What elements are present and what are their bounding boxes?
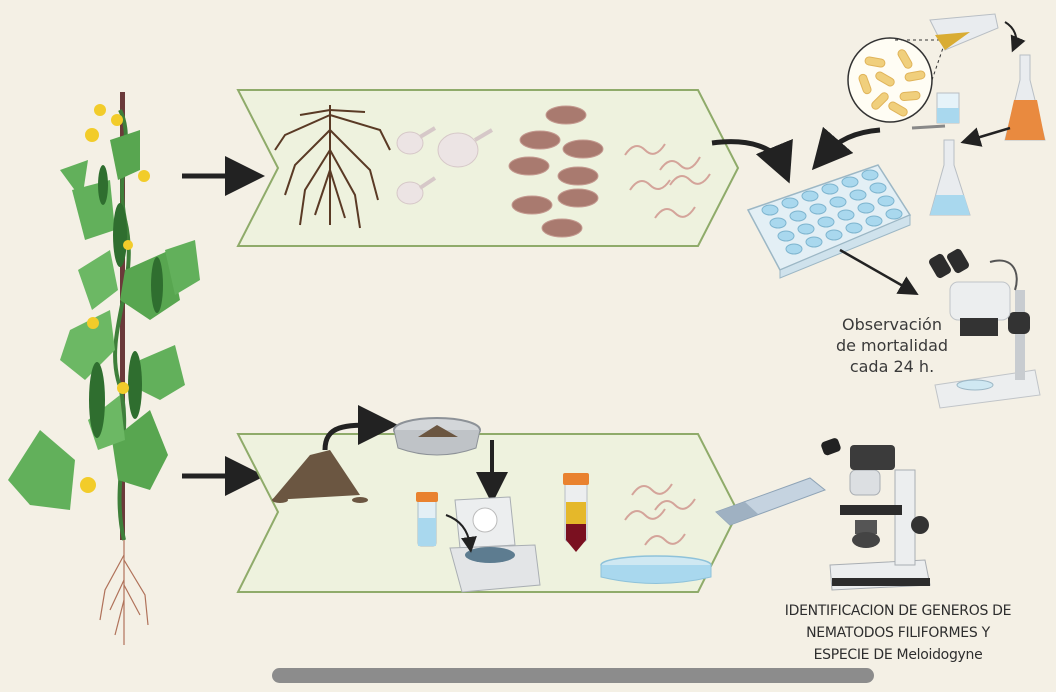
well [861,169,879,181]
flowers [80,104,150,493]
sieve [393,417,481,456]
well [865,215,883,227]
identification-label-line-2: NEMATODOS FILIFORMES Y [806,625,990,641]
egg-masses [508,105,604,238]
centrifuge-tube [416,492,438,547]
cucumber-plant-illustration [8,92,200,645]
top-row-panel [236,89,740,247]
arrow-panel-to-plate [711,138,793,184]
identification-label-line-3: ESPECIE DE Meloidogyne [813,647,983,663]
meloidogyne-females [396,126,494,205]
plant-leaves [8,130,200,510]
well [849,189,867,201]
arrow-filter-to-plate [811,126,881,171]
horizontal-scrollbar-thumb[interactable] [272,668,874,683]
observation-label-line-2: de mortalidad [835,336,949,355]
arrow-tube-to-centrifuge [445,514,477,553]
well [885,208,903,220]
well [829,196,847,208]
petri-dish [600,555,712,584]
bacteria-magnified-view [847,37,946,123]
observation-label-line-3: cada 24 h. [849,357,935,376]
arrow-flask-to-filter [960,126,1011,147]
well [837,209,855,221]
well [869,182,887,194]
well [781,197,799,209]
well [769,217,787,229]
well [825,229,843,241]
wells [761,169,903,255]
arrow-plate-to-stereo-microscope [839,248,919,295]
observation-label: Observación de mortalidad cada 24 h. [818,314,966,377]
well [789,210,807,222]
well [777,230,795,242]
arrow-soil-to-sieve [322,405,398,451]
well [801,190,819,202]
centrifuge [449,496,541,593]
roots-illustration [274,105,391,229]
well-plate [746,164,912,279]
tilted-flask [929,13,999,51]
well [809,203,827,215]
microscope-slide [715,477,827,526]
well [877,195,895,207]
cucumbers [89,165,163,438]
sucrose-tube [563,473,589,552]
well [857,202,875,214]
well [805,236,823,248]
compound-microscope [821,438,931,591]
arrow-pour [1004,21,1026,53]
plant-stake [120,92,125,540]
well [845,222,863,234]
plant-roots [99,540,149,645]
soil-pile [272,450,368,503]
identification-label-line-1: IDENTIFICACION DE GENEROS DE [784,603,1012,619]
observation-label-line-1: Observación [842,315,942,334]
well [821,183,839,195]
stereo-microscope [929,248,1041,409]
well [841,176,859,188]
well [785,243,803,255]
broth-flask [1004,54,1046,141]
identification-label: IDENTIFICACION DE GENEROS DE NEMATODOS F… [748,600,1048,666]
vacuum-filter [911,92,971,216]
well [761,204,779,216]
well [797,223,815,235]
juvenile-nematodes [624,143,711,219]
extracted-nematodes [624,483,696,546]
well [817,216,835,228]
